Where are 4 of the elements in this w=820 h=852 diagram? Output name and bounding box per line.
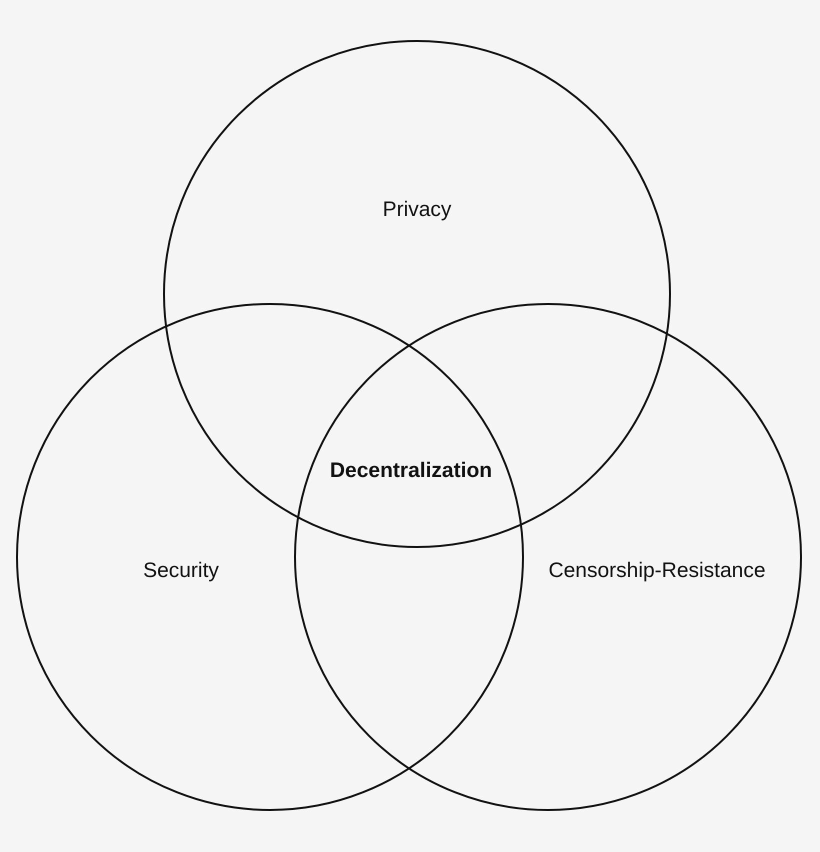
set-label: Security bbox=[143, 559, 219, 583]
set-label: Censorship-Resistance bbox=[548, 559, 766, 583]
set-label: Privacy bbox=[382, 198, 452, 222]
intersection-label: Decentralization bbox=[330, 459, 492, 483]
